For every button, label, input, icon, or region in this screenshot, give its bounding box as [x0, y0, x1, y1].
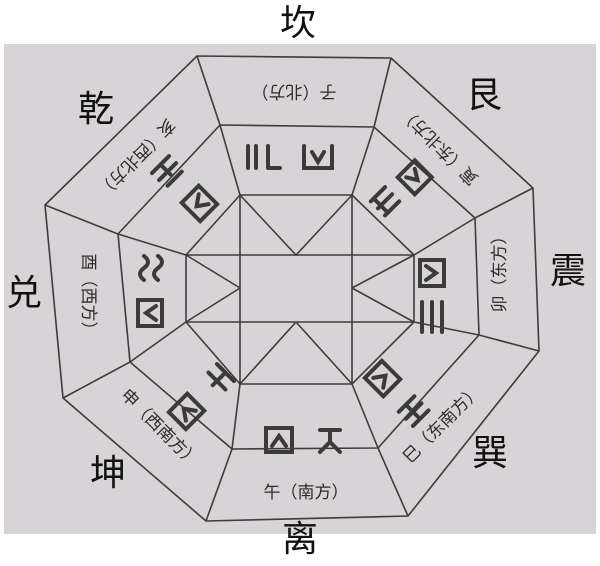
spoke: [377, 447, 409, 517]
glyph-southeast: [362, 358, 431, 428]
trigram-kan-label: 坎: [279, 3, 316, 44]
branch-label-northeast: 寅（东北方）: [396, 102, 482, 188]
glyph-north: [246, 144, 334, 170]
center-square: [239, 254, 353, 323]
branch-label-south: 午（南方）: [264, 483, 349, 503]
glyph-northwest: [150, 154, 220, 224]
spoke: [373, 57, 392, 128]
inner-triangle: [185, 254, 241, 323]
trigram-qian-label: 乾: [77, 89, 114, 130]
spoke: [219, 124, 241, 196]
glyph-southwest: [166, 362, 236, 432]
spoke: [413, 321, 480, 336]
trigram-li-label: 离: [281, 519, 318, 560]
spoke: [478, 334, 540, 352]
spoke: [351, 383, 379, 449]
branch-label-north: 子（北方）: [252, 81, 337, 101]
spoke: [413, 217, 476, 256]
inner-triangle: [186, 195, 241, 256]
spoke: [205, 448, 233, 522]
spoke: [231, 383, 241, 450]
glyph-east: [418, 258, 446, 334]
spoke: [196, 55, 221, 126]
spoke: [62, 361, 131, 399]
spoke: [44, 204, 119, 235]
inner-triangle: [351, 195, 414, 256]
branch-label-west: 酉（西方）: [78, 254, 98, 339]
glyph-south: [264, 426, 342, 454]
branch-label-east: 卯（东方）: [490, 228, 510, 313]
spoke: [129, 321, 187, 363]
inner-octagon: [185, 194, 415, 385]
spoke: [351, 126, 375, 196]
glyph-northeast: [368, 157, 435, 218]
trigram-kun-label: 坤: [89, 453, 126, 494]
trigram-gen-label: 艮: [465, 75, 502, 116]
inner-triangle: [351, 254, 415, 323]
spoke: [474, 187, 534, 219]
middle-ring-glyphs: [136, 144, 446, 454]
glyph-west: [136, 254, 164, 328]
inner-triangle: [239, 321, 353, 385]
inner-triangle: [186, 321, 241, 384]
trigram-zhen-label: 震: [549, 251, 586, 292]
trigram-xun-label: 巽: [471, 433, 508, 474]
spoke: [117, 233, 187, 256]
inner-triangle: [351, 321, 414, 384]
trigram-dui-label: 兑: [5, 273, 42, 314]
inner-triangle: [239, 194, 353, 256]
